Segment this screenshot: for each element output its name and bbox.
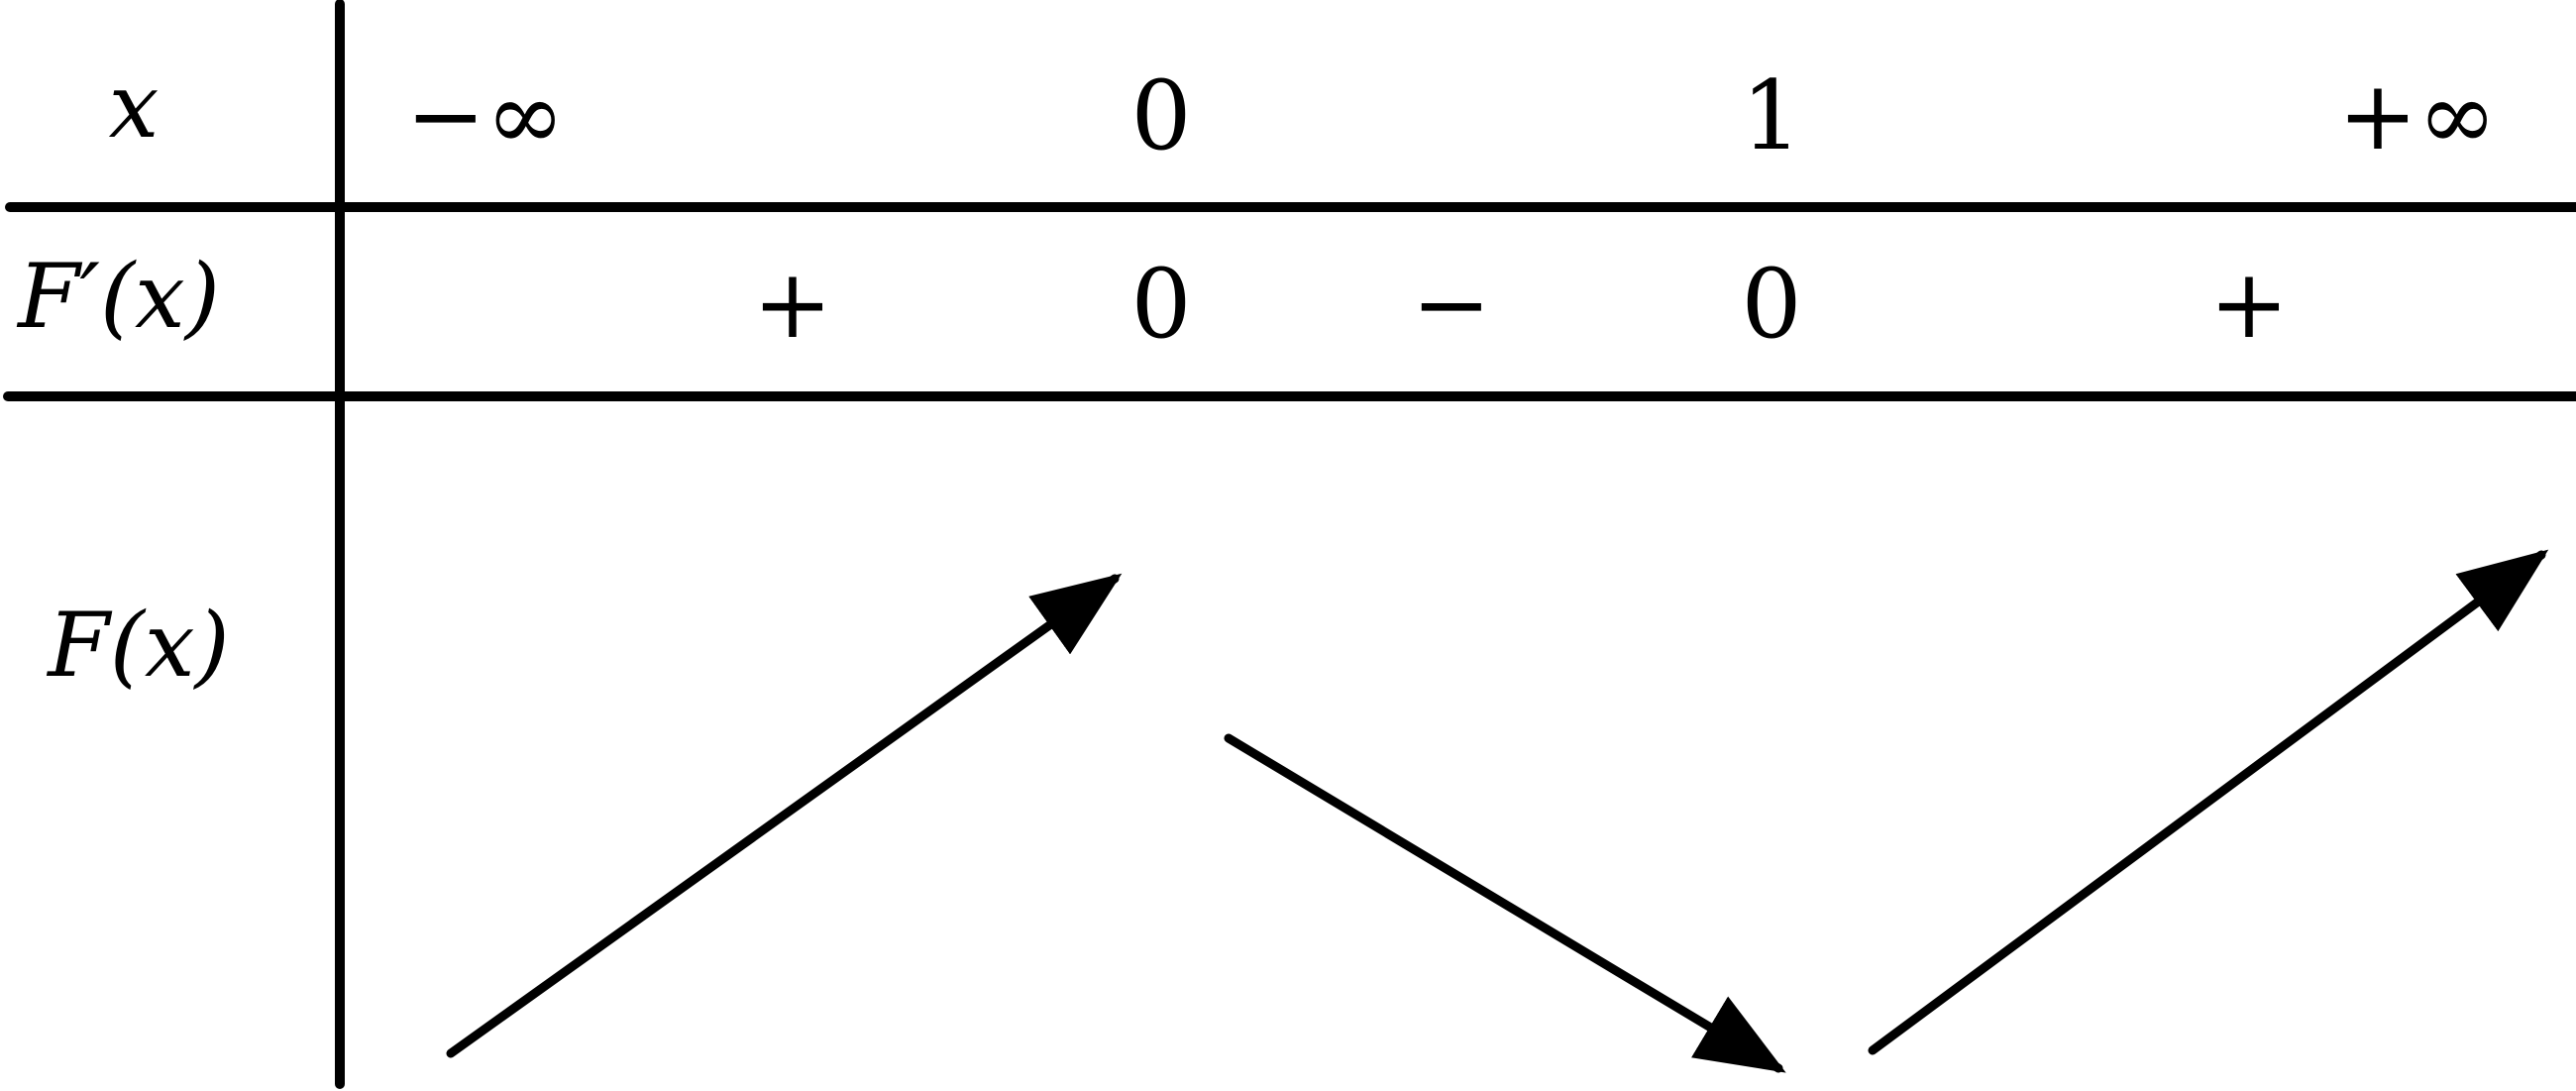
derivative-sign-2: − bbox=[1412, 249, 1491, 360]
row-label-function: F(x) bbox=[46, 594, 229, 698]
derivative-sign-3: + bbox=[2209, 249, 2289, 360]
x-value-zero: 0 bbox=[1130, 60, 1191, 171]
table-grid bbox=[3, 0, 2576, 1089]
derivative-sign-1: + bbox=[753, 249, 832, 360]
decreasing-arrow bbox=[1224, 733, 1786, 1073]
increasing-arrow-2 bbox=[1868, 549, 2549, 1055]
x-value-one: 1 bbox=[1741, 60, 1801, 171]
derivative-zero-2: 0 bbox=[1741, 249, 1801, 360]
row-label-x: x bbox=[109, 55, 160, 159]
row-label-derivative: F′(x) bbox=[16, 245, 220, 349]
x-value-pos-infinity: +∞ bbox=[2338, 60, 2497, 171]
increasing-arrow-1 bbox=[446, 573, 1123, 1058]
x-value-neg-infinity: −∞ bbox=[406, 60, 565, 171]
derivative-zero-1: 0 bbox=[1130, 249, 1191, 360]
